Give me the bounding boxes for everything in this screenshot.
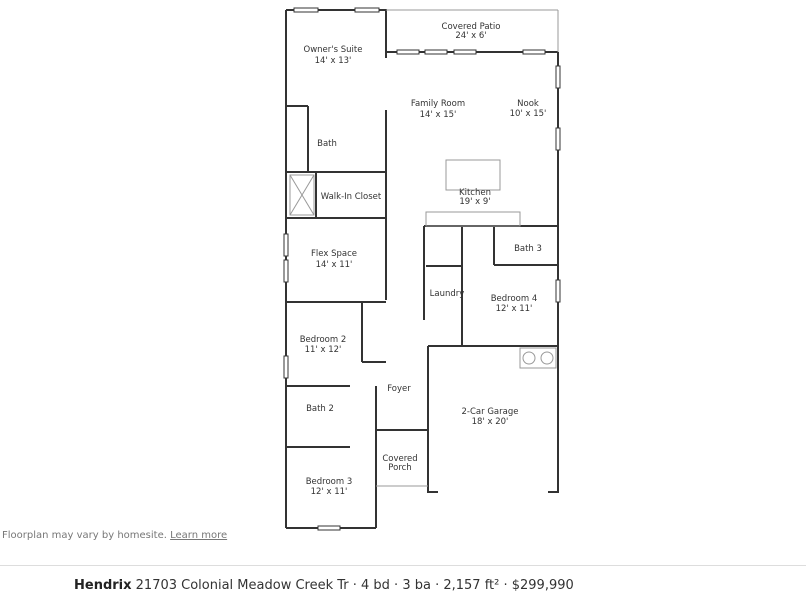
room-bedroom-2-dims: 11' x 12' (305, 345, 342, 355)
room-covered-patio-dims: 24' x 6' (455, 31, 486, 41)
room-family-room-dims: 14' x 15' (420, 110, 457, 120)
room-bath-2-name: Bath 2 (306, 404, 334, 414)
room-bedroom-2-name: Bedroom 2 (300, 335, 347, 345)
room-nook-name: Nook (517, 99, 539, 109)
room-garage-name: 2-Car Garage (462, 407, 519, 417)
room-bedroom-4-name: Bedroom 4 (491, 294, 538, 304)
room-kitchen-dims: 19' x 9' (459, 197, 490, 207)
disclaimer-text: Floorplan may vary by homesite. (2, 530, 167, 541)
room-bedroom-4-dims: 12' x 11' (496, 304, 533, 314)
home-details: 21703 Colonial Meadow Creek Tr · 4 bd · … (135, 578, 574, 593)
room-bedroom-3-dims: 12' x 11' (311, 487, 348, 497)
room-bath-3-name: Bath 3 (514, 244, 542, 254)
room-bedroom-3-name: Bedroom 3 (306, 477, 353, 487)
room-owners-suite-name: Owner's Suite (304, 45, 363, 55)
room-covered-porch-line1: Covered (382, 454, 417, 464)
learn-more-link[interactable]: Learn more (170, 530, 228, 541)
room-family-room-name: Family Room (411, 99, 465, 109)
room-flex-space-name: Flex Space (311, 249, 357, 259)
room-covered-porch-line2: Porch (388, 463, 411, 473)
floorplan-drawing: Owner's Suite 14' x 13' Covered Patio 24… (283, 7, 561, 531)
room-covered-patio-name: Covered Patio (442, 22, 501, 32)
room-kitchen-name: Kitchen (459, 188, 491, 198)
room-owners-suite-dims: 14' x 13' (315, 56, 352, 66)
room-walk-in-closet-name: Walk-In Closet (321, 192, 382, 202)
room-foyer-name: Foyer (387, 384, 411, 394)
home-summary: Hendrix 21703 Colonial Meadow Creek Tr ·… (74, 578, 574, 593)
room-bath-name: Bath (317, 139, 337, 149)
divider (0, 565, 806, 566)
room-laundry-name: Laundry (430, 289, 465, 299)
room-flex-space-dims: 14' x 11' (316, 260, 353, 270)
plan-name: Hendrix (74, 578, 132, 593)
room-garage-dims: 18' x 20' (472, 417, 509, 427)
floorplan-disclaimer: Floorplan may vary by homesite. Learn mo… (2, 530, 227, 541)
room-nook-dims: 10' x 15' (510, 109, 547, 119)
